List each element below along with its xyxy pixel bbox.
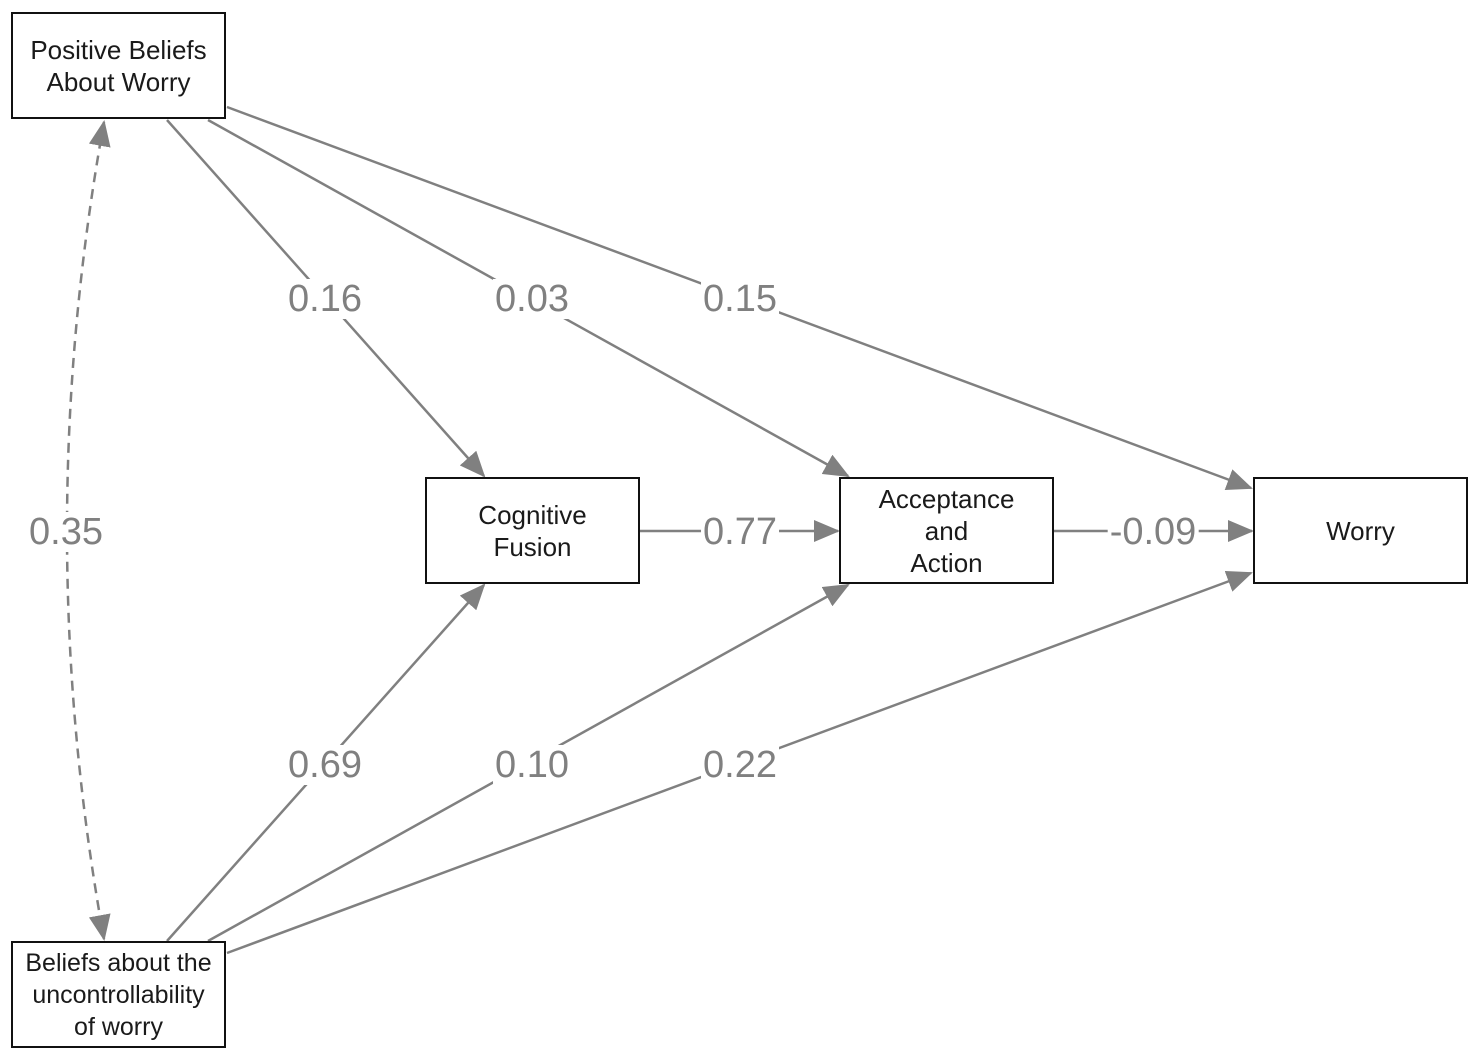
node-label-line: Beliefs about the — [25, 948, 212, 977]
node-label-line: uncontrollability — [32, 980, 205, 1009]
node-label-line: and — [924, 515, 969, 546]
node-label-line: Cognitive — [478, 499, 587, 530]
node-acceptance-and-action: Acceptance and Action — [839, 477, 1054, 584]
coefficient-cf-to-aa: 0.77 — [701, 511, 779, 553]
node-label-line: About Worry — [46, 66, 191, 97]
coefficient-buw-to-aa: 0.10 — [493, 744, 571, 786]
coefficient-covariance: 0.35 — [27, 511, 105, 553]
node-label-line: Acceptance — [878, 483, 1015, 514]
node-label-line: Worry — [1326, 515, 1395, 546]
node-label-line: Fusion — [493, 531, 572, 562]
node-cognitive-fusion: Cognitive Fusion — [425, 477, 640, 584]
node-label-line: of worry — [74, 1012, 163, 1041]
coefficient-pbw-to-aa: 0.03 — [493, 278, 571, 320]
coefficient-pbw-to-w: 0.15 — [701, 278, 779, 320]
node-beliefs-about-uncontrollability: Beliefs about the uncontrollability of w… — [11, 941, 226, 1048]
coefficient-pbw-to-cf: 0.16 — [286, 278, 364, 320]
node-label-line: Action — [910, 547, 983, 578]
coefficient-buw-to-cf: 0.69 — [286, 744, 364, 786]
node-worry: Worry — [1253, 477, 1468, 584]
coefficient-aa-to-w: -0.09 — [1107, 511, 1199, 553]
coefficient-buw-to-w: 0.22 — [701, 744, 779, 786]
node-positive-beliefs-about-worry: Positive Beliefs About Worry — [11, 12, 226, 119]
node-label-line: Positive Beliefs — [30, 34, 207, 65]
